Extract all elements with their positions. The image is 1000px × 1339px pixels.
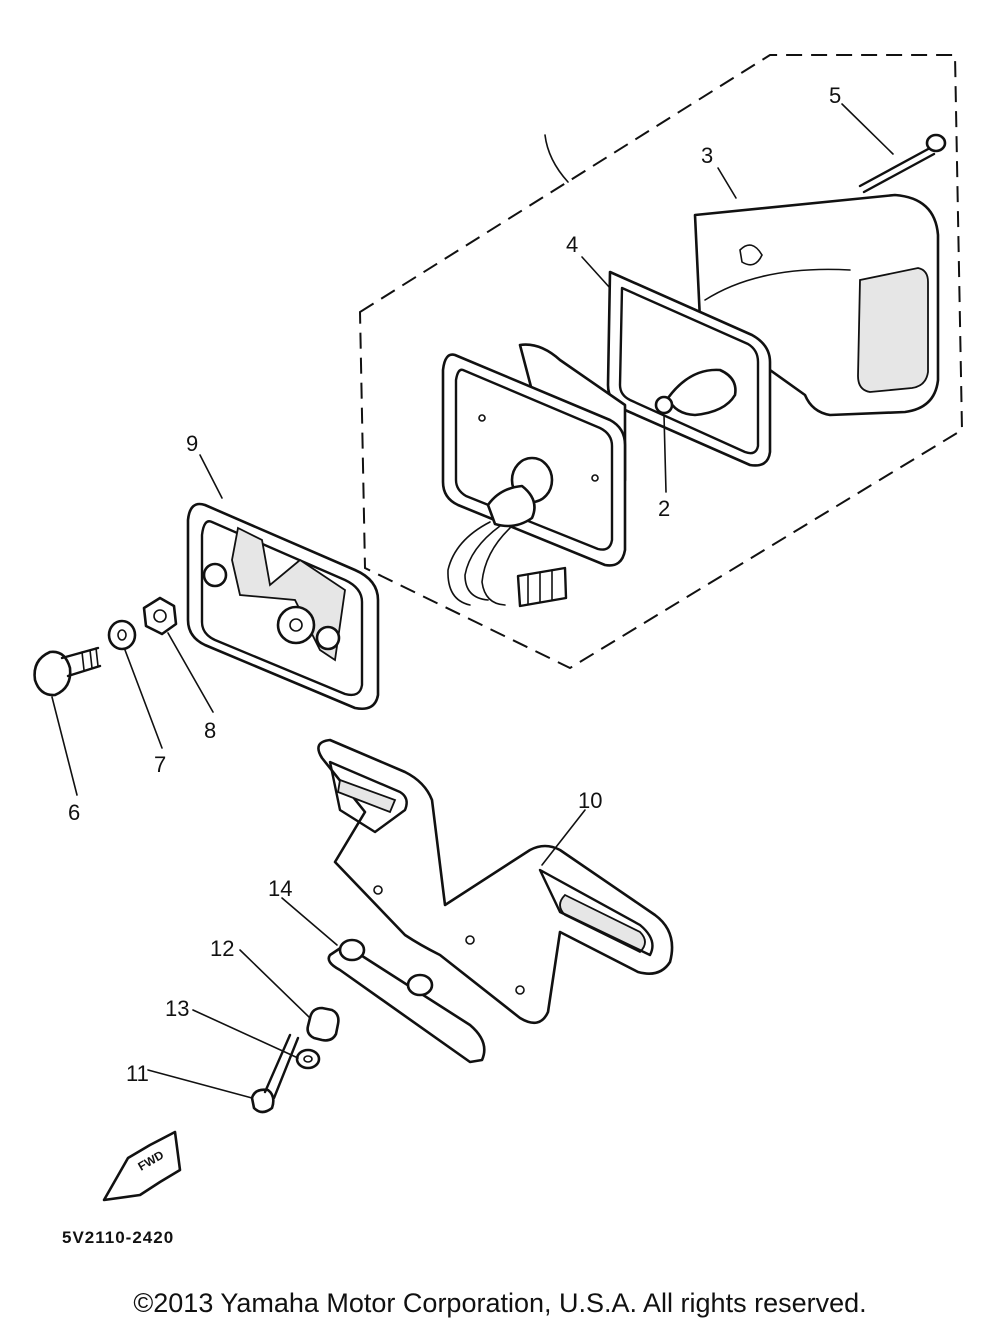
lamp-base-plate bbox=[441, 343, 627, 608]
diagram-code: 5V2110-2420 bbox=[62, 1228, 174, 1247]
part-11-screw bbox=[250, 1033, 300, 1114]
copyright-notice: ©2013 Yamaha Motor Corporation, U.S.A. A… bbox=[133, 1288, 867, 1318]
callout-7: 7 bbox=[154, 752, 166, 777]
part-10-bracket bbox=[317, 738, 674, 1025]
callout-8: 8 bbox=[204, 718, 216, 743]
part-6-bolt bbox=[33, 646, 102, 697]
part-13-washer bbox=[295, 1048, 321, 1070]
assembly-1-boundary bbox=[358, 54, 964, 670]
callout-13: 13 bbox=[165, 996, 189, 1021]
callout-11: 11 bbox=[126, 1061, 149, 1086]
part-7-washer bbox=[107, 619, 137, 651]
part-2-bulb bbox=[654, 368, 737, 417]
callout-4: 4 bbox=[566, 232, 578, 257]
callout-9: 9 bbox=[186, 431, 198, 456]
part-5-screw bbox=[858, 133, 947, 194]
callout-6: 6 bbox=[68, 800, 80, 825]
callout-10: 10 bbox=[578, 788, 602, 813]
callout-numbers: 5 3 4 2 9 8 7 6 10 14 12 13 11 bbox=[68, 83, 841, 1086]
part-3-lens bbox=[693, 193, 940, 417]
part-8-nut bbox=[142, 596, 178, 636]
leader-lines bbox=[51, 103, 894, 1099]
callout-2: 2 bbox=[658, 496, 670, 521]
callout-3: 3 bbox=[701, 143, 713, 168]
callout-14: 14 bbox=[268, 876, 292, 901]
part-14-plate-bracket bbox=[327, 938, 486, 1064]
forward-arrow-icon: FWD bbox=[102, 1130, 182, 1202]
callout-5: 5 bbox=[829, 83, 841, 108]
part-9-housing bbox=[186, 502, 380, 710]
callout-12: 12 bbox=[210, 936, 234, 961]
part-12-collar bbox=[306, 1006, 340, 1042]
